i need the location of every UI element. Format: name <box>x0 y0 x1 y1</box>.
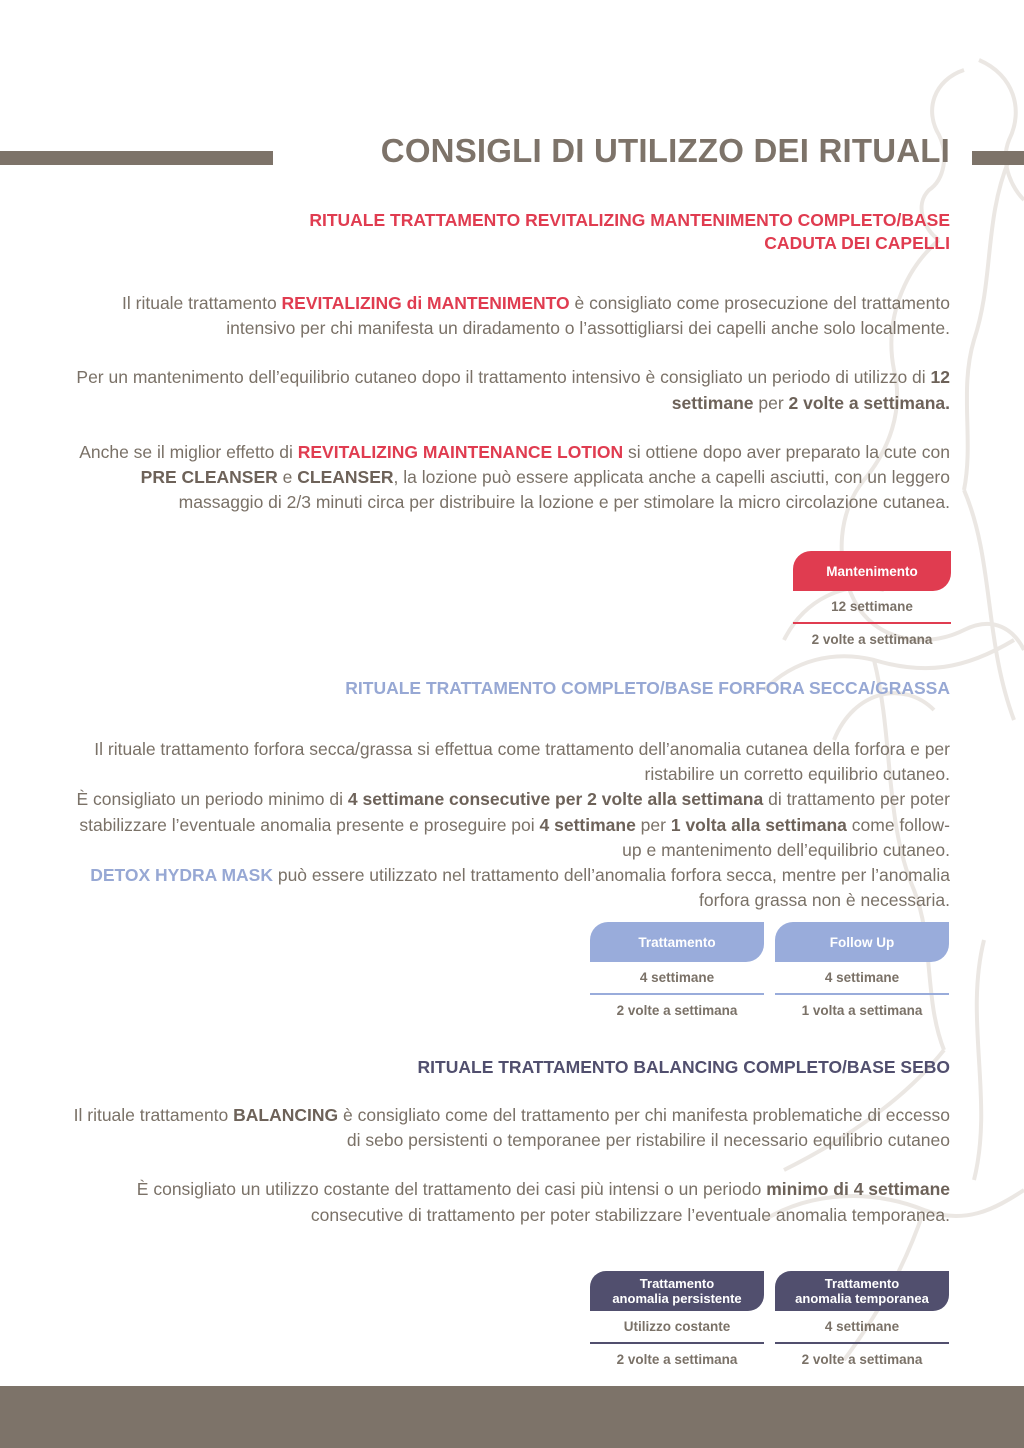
paragraph-forfora-period: È consigliato un periodo minimo di 4 set… <box>76 789 950 860</box>
schedule-header: Trattamento <box>590 922 764 962</box>
section-forfora: RITUALE TRATTAMENTO COMPLETO/BASE FORFOR… <box>70 677 950 913</box>
section-title-revitalizing: RITUALE TRATTAMENTO REVITALIZING MANTENI… <box>309 210 950 253</box>
schedule-duration: 12 settimane <box>793 591 951 624</box>
paragraph-revitalizing-period: Per un mantenimento dell’equilibrio cuta… <box>76 367 950 413</box>
section-title-forfora: RITUALE TRATTAMENTO COMPLETO/BASE FORFOR… <box>345 678 950 698</box>
schedule-frequency: 2 volte a settimana <box>616 1352 738 1367</box>
schedule-duration: 4 settimane <box>775 1311 949 1344</box>
footer-bar <box>0 1386 1024 1448</box>
section-title-balancing: RITUALE TRATTAMENTO BALANCING COMPLETO/B… <box>417 1057 950 1077</box>
paragraph-revitalizing-intro: Il rituale trattamento REVITALIZING di M… <box>122 293 950 339</box>
section-revitalizing: RITUALE TRATTAMENTO REVITALIZING MANTENI… <box>70 209 950 515</box>
paragraph-balancing-intro: Il rituale trattamento BALANCING è consi… <box>73 1105 950 1151</box>
title-right-bar <box>972 151 1024 165</box>
section-balancing: RITUALE TRATTAMENTO BALANCING COMPLETO/B… <box>70 1056 950 1228</box>
decorative-silhouette-illustration <box>762 58 1024 1362</box>
schedule-frequency: 2 volte a settimana <box>801 1352 923 1367</box>
schedule-frequency: 2 volte a settimana <box>811 632 933 647</box>
schedule-header: Mantenimento <box>793 551 951 591</box>
schedule-column-trattamento: Trattamento 4 settimane 2 volte a settim… <box>590 922 764 1028</box>
schedule-column-follow-up: Follow Up 4 settimane 1 volta a settiman… <box>775 922 949 1028</box>
schedule-duration: 4 settimane <box>775 962 949 995</box>
schedule-duration: Utilizzo costante <box>590 1311 764 1344</box>
schedule-frequency: 1 volta a settimana <box>801 1003 923 1018</box>
page-title: CONSIGLI DI UTILIZZO DEI RITUALI <box>380 132 950 169</box>
paragraph-balancing-period: È consigliato un utilizzo costante del t… <box>136 1179 950 1225</box>
schedule-frequency: 2 volte a settimana <box>616 1003 738 1018</box>
schedule-column-mantenimento: Mantenimento 12 settimane 2 volte a sett… <box>793 551 951 657</box>
paragraph-forfora-intro: Il rituale trattamento forfora secca/gra… <box>94 739 950 785</box>
paragraph-revitalizing-lotion: Anche se il miglior effetto di REVITALIZ… <box>79 441 950 513</box>
title-left-bar <box>0 151 273 165</box>
schedule-header: Follow Up <box>775 922 949 962</box>
schedule-duration: 4 settimane <box>590 962 764 995</box>
paragraph-forfora-mask: DETOX HYDRA MASK può essere utilizzato n… <box>90 865 950 911</box>
